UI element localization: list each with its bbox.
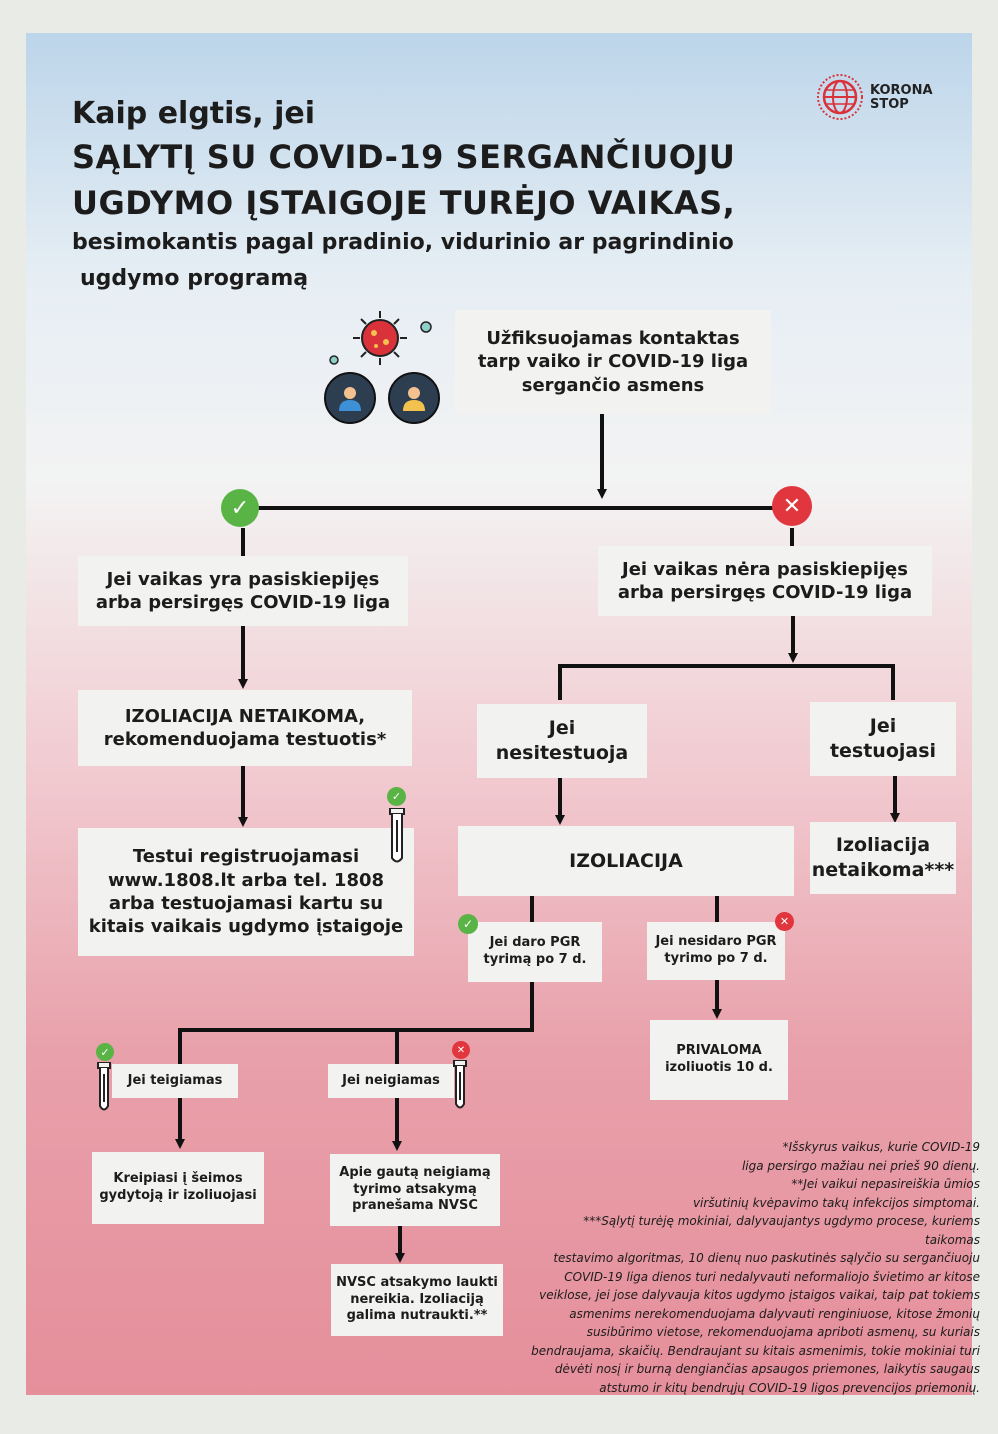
title-line-5: ugdymo programą [80,266,309,291]
title-line-4: besimokantis pagal pradinio, vidurinio a… [72,230,734,255]
person-icon [388,372,440,424]
globe-virus-icon [817,74,863,120]
footnote-line: testavimo algoritmas, 10 dienų nuo pasku… [553,1251,980,1265]
node-line: Kreipiasi į šeimos [113,1171,243,1187]
node-testing: Jei testuojasi [810,702,956,776]
node-line: Jei nesidaro PGR [655,934,777,950]
node-line: Užfiksuojamas kontaktas [486,327,740,349]
footnote-line: *Išskyrus vaikus, kurie COVID-19 [782,1140,980,1154]
node-line: nesitestuoja [495,742,629,764]
check-icon: ✓ [458,914,478,934]
korona-stop-logo [817,74,863,120]
node-line: Jei vaikas nėra pasiskiepijęs [622,558,908,580]
node-line: IZOLIACIJA NETAIKOMA, [124,705,366,727]
footnote-line: liga persirgo mažiau nei prieš 90 dienų. [741,1158,980,1173]
test-tube-icon [97,1062,111,1111]
logo-line-1: KORONA [870,83,933,98]
node-line: sergančio asmens [521,374,705,396]
node-line: galima nutraukti.** [346,1308,488,1324]
node-report-nvsc: Apie gautą neigiamą tyrimo atsakymą pran… [330,1154,500,1226]
node-line: Jei [548,717,576,740]
footnote-line: asmenims nerekomenduojama dalyvauti reng… [569,1306,980,1321]
node-isolation-not-applied: Izoliacija netaikoma*** [810,822,956,894]
footnote-line: viršutinių kvėpavimo takų infekcijos sim… [692,1195,980,1210]
check-icon: ✓ [96,1043,114,1061]
node-nvsc-not-needed: NVSC atsakymo laukti nereikia. Izoliacij… [331,1264,503,1336]
node-line: netaikoma*** [811,859,955,881]
test-tube-icon [389,808,405,863]
footnote-line: veiklose, jei jose dalyvauja kitos ugdym… [539,1288,980,1302]
footnotes: *Išskyrus vaikus, kurie COVID-19 liga pe… [528,1138,980,1397]
node-line: testuojasi [829,740,937,762]
footnote-line: bendraujama, skaičių. Bendraujant su kit… [531,1343,980,1358]
node-line: tyrimo atsakymą [353,1181,477,1197]
node-negative: Jei neigiamas [328,1064,454,1098]
node-does-pcr: Jei daro PGR tyrimą po 7 d. [468,922,602,982]
test-tube-icon [453,1060,467,1109]
connector-pcr-results [178,982,534,1070]
node-line: Izoliacija [835,834,931,857]
node-line: PRIVALOMA [676,1043,762,1059]
node-line: rekomenduojama testuotis* [103,729,387,750]
cross-icon: ✕ [772,486,812,526]
footnote-line: dėvėti nosį ir burną dengiančias apsaugo… [554,1362,980,1376]
node-contact-doctor: Kreipiasi į šeimos gydytoją ir izoliuoja… [92,1152,264,1224]
virus-icon [353,311,407,365]
person-icon [324,372,376,424]
check-icon: ✓ [387,787,406,806]
footnote-line: **Jei vaikui nepasireiškia ūmios [791,1177,980,1191]
footnote-line: susibūrimo vietose, rekomenduojama aprib… [586,1325,980,1339]
node-line: nereikia. Izoliaciją [350,1291,484,1307]
logo-line-2: STOP [870,96,909,112]
node-line: Apie gautą neigiamą [339,1164,491,1180]
node-isolation: IZOLIACIJA [458,826,794,896]
node-line: arba persirgęs COVID-19 liga [95,592,391,613]
node-line: izoliuotis 10 d. [665,1060,773,1075]
contact-illustration [324,311,440,424]
node-no-pcr: Jei nesidaro PGR tyrimo po 7 d. [647,922,785,980]
node-line: gydytoją ir izoliuojasi [99,1188,257,1203]
cross-icon: ✕ [452,1041,470,1059]
footnote-line: atstumo ir kitų bendrųjų COVID-19 ligos … [599,1380,980,1395]
node-register-tests: Testui registruojamasi www.1808.lt arba … [78,828,414,956]
node-line: pranešama NVSC [352,1198,478,1214]
node-line: tarp vaiko ir COVID-19 liga [477,351,749,373]
node-contact-recorded: Užfiksuojamas kontaktas tarp vaiko ir CO… [455,310,771,414]
check-icon: ✓ [221,489,259,527]
footnote-line: COVID-19 liga dienos turi nedalyvauti ne… [564,1269,980,1284]
node-line: Jei [869,715,897,738]
node-line: IZOLIACIJA [569,849,683,872]
node-line: Jei daro PGR [489,935,581,951]
node-line: NVSC atsakymo laukti [336,1274,498,1290]
title-line-3: UGDYMO ĮSTAIGOJE TURĖJO VAIKAS, [72,184,736,222]
node-no-isolation: IZOLIACIJA NETAIKOMA, rekomenduojama tes… [78,690,412,766]
node-not-testing: Jei nesitestuoja [477,704,647,778]
particle-icon [329,355,339,365]
node-line: arba testuojamasi kartu su [108,893,384,914]
node-line: Testui registruojamasi [132,846,360,868]
node-line: Jei teigiamas [127,1072,223,1088]
footnote-line: ***Sąlytį turėję mokiniai, dalyvaujantys… [583,1214,980,1247]
node-positive: Jei teigiamas [112,1064,238,1098]
cross-icon: ✕ [775,912,794,931]
title-line-1: Kaip elgtis, jei [72,96,316,131]
title-line-2: SĄLYTĮ SU COVID-19 SERGANČIUOJU [72,138,736,176]
node-line: arba persirgęs COVID-19 liga [617,582,913,603]
node-line: kitais vaikais ugdymo įstaigoje [88,916,404,938]
node-line: tyrimą po 7 d. [483,952,587,967]
logo-text: KORONA STOP [870,84,933,111]
particle-icon [420,321,432,333]
node-line: Jei neigiamas [342,1072,440,1088]
node-vaccinated: Jei vaikas yra pasiskiepijęs arba persir… [78,556,408,626]
node-not-vaccinated: Jei vaikas nėra pasiskiepijęs arba persi… [598,546,932,616]
node-line: Jei vaikas yra pasiskiepijęs [106,568,380,590]
node-line: tyrimo po 7 d. [664,951,768,966]
connector-branch-h [558,664,895,700]
node-line: www.1808.lt arba tel. 1808 [107,869,385,891]
node-mandatory-isolation: PRIVALOMA izoliuotis 10 d. [650,1020,788,1100]
